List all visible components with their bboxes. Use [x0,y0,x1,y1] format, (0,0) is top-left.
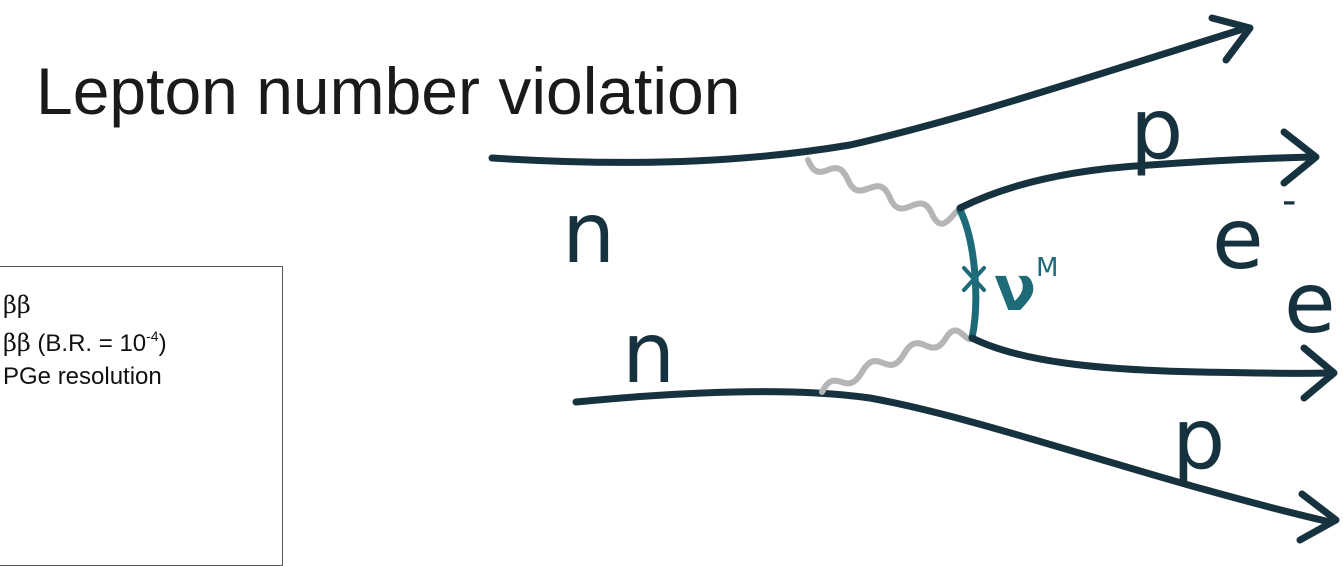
label-neutron-top: n [562,184,615,282]
legend-entry-resolution: PGe resolution [3,365,162,389]
label-proton-top: p [1130,80,1183,178]
label-majorana-superscript: M [1036,253,1058,283]
majorana-neutrino-line [956,206,980,342]
w-boson-top [805,157,965,227]
w-boson-bottom [819,327,975,395]
legend-entry-text: PGe resolution [3,363,162,390]
label-electron-bottom: e [1284,254,1336,352]
legend-entry-symbol: ββ [3,329,31,357]
label-electron-top-sign: - [1282,178,1296,224]
label-proton-bottom: p [1172,390,1225,488]
electron-bottom-line [968,334,1332,377]
majorana-cross-icon [962,266,986,292]
feynman-diagram: n n p p e - e ν M [488,14,1340,544]
label-majorana-neutrino: ν [994,252,1036,325]
slide-title: Lepton number violation [36,54,741,128]
label-neutron-bottom: n [622,304,675,402]
neutron-bottom-line [572,388,1334,526]
arrowhead-electron-top [1280,128,1320,187]
legend-entry-text-tail: ) [158,330,167,357]
legend-entry-exponent: -4 [146,328,159,344]
arrowhead-top-out [1208,14,1254,64]
plot-legend: ββ ββ (B.R. = 10-4) PGe resolution [0,266,283,566]
legend-entry-text: (B.R. = 10 [30,330,147,357]
label-electron-top: e [1212,190,1264,288]
arrowhead-electron-bottom [1300,344,1338,402]
arrowhead-bottom-out [1296,490,1340,544]
legend-entry-symbol: ββ [3,291,31,319]
legend-entry-2nbb: ββ [3,293,31,318]
legend-entry-0nbb: ββ (B.R. = 10-4) [3,329,167,356]
neutron-top-line [488,26,1244,166]
electron-top-line [956,153,1316,212]
